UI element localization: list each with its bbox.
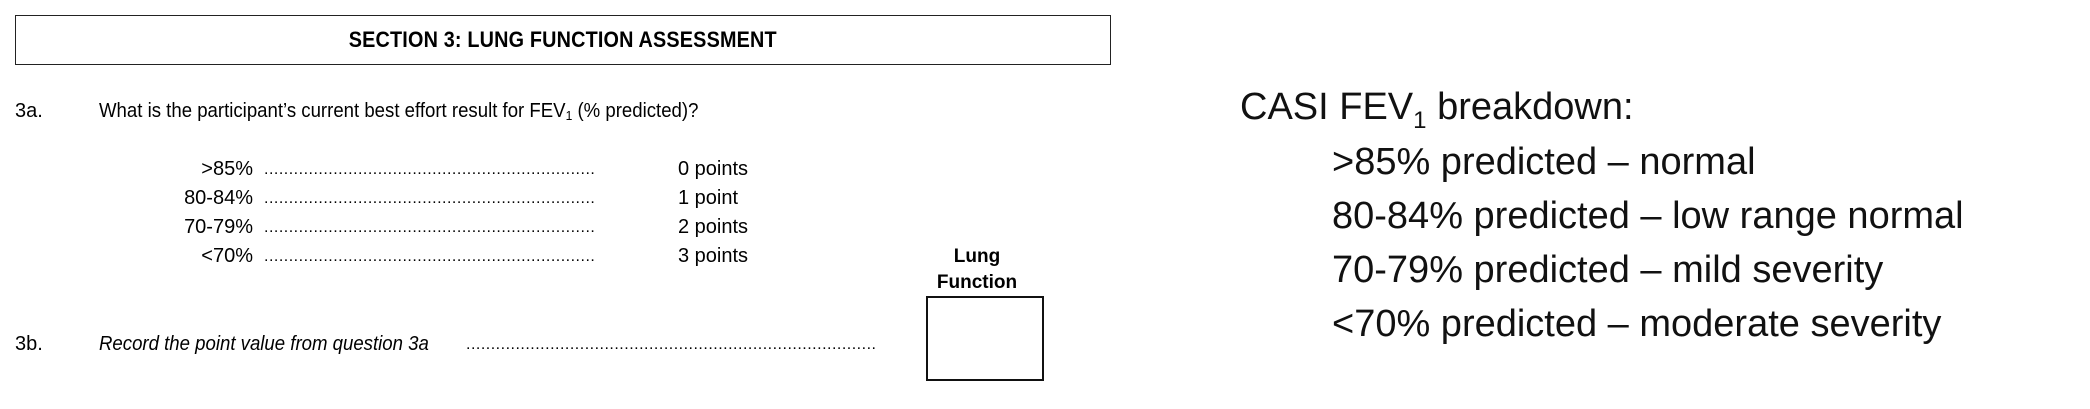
- option-label: 80-84%: [184, 187, 253, 209]
- option-points: 1 point: [678, 187, 739, 209]
- question-3b-text: Record the point value from question 3a: [99, 333, 429, 355]
- breakdown-title: CASI FEV1 breakdown:: [1240, 86, 1634, 135]
- option-leader-dots: ........................................…: [264, 248, 594, 265]
- option-label: <70%: [201, 245, 253, 267]
- section-header-box: SECTION 3: LUNG FUNCTION ASSESSMENT: [15, 15, 1111, 65]
- question-3b-number: 3b.: [15, 333, 43, 355]
- option-leader-dots: ........................................…: [264, 219, 594, 236]
- breakdown-item: 80-84% predicted – low range normal: [1332, 195, 1964, 237]
- question-3a-subscript: 1: [565, 108, 573, 123]
- option-points: 3 points: [678, 245, 749, 267]
- section-title: SECTION 3: LUNG FUNCTION ASSESSMENT: [348, 27, 777, 52]
- question-3a-text-main: What is the participant’s current best e…: [99, 100, 566, 122]
- option-points: 2 points: [678, 216, 749, 238]
- breakdown-item: 70-79% predicted – mild severity: [1332, 249, 1884, 291]
- option-leader-dots: ........................................…: [264, 161, 594, 178]
- breakdown-title-tail: breakdown:: [1426, 86, 1634, 128]
- question-3a-text-tail: (% predicted)?: [572, 100, 699, 122]
- lung-function-label: Lung Function: [912, 244, 1042, 296]
- breakdown-title-main: CASI FEV: [1240, 86, 1414, 128]
- option-leader-dots: ........................................…: [264, 190, 594, 207]
- question-3a-number: 3a.: [15, 100, 43, 122]
- lung-function-score-box[interactable]: [926, 296, 1044, 381]
- lung-function-label-line1: Lung: [953, 246, 1001, 267]
- option-label: 70-79%: [184, 216, 253, 238]
- option-points: 0 points: [678, 158, 749, 180]
- option-label: >85%: [201, 158, 253, 180]
- breakdown-item: >85% predicted – normal: [1332, 141, 1756, 183]
- breakdown-item: <70% predicted – moderate severity: [1332, 303, 1942, 345]
- question-3b-leader-dots: ........................................…: [466, 336, 876, 353]
- question-3a-text: What is the participant’s current best e…: [99, 100, 698, 123]
- lung-function-label-line2: Function: [936, 272, 1018, 293]
- breakdown-title-subscript: 1: [1413, 107, 1427, 134]
